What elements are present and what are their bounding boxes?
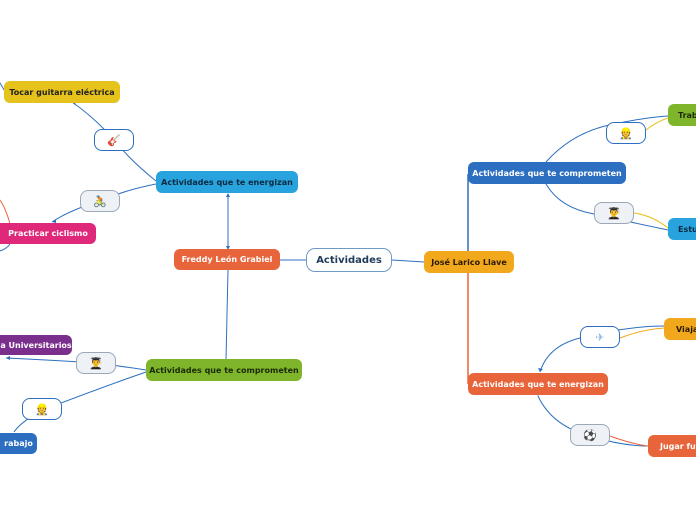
graduate-icon-pill-right[interactable]: 👨‍🎓 bbox=[594, 202, 634, 224]
arrow-ciclismo bbox=[52, 219, 56, 223]
link-trab bbox=[545, 115, 669, 163]
airplane-icon: ✈ bbox=[595, 330, 605, 344]
person-node-right[interactable]: José Larico Llave bbox=[424, 251, 514, 273]
person-left-label: Freddy León Grabiel bbox=[181, 255, 273, 264]
link-center-right bbox=[391, 259, 425, 263]
airplane-icon-pill[interactable]: ✈ bbox=[580, 326, 620, 348]
central-topic-label: Actividades bbox=[316, 254, 382, 266]
viaja-node[interactable]: Viaja bbox=[664, 318, 696, 340]
arrow-viaja bbox=[538, 368, 543, 372]
trab-label: Trab bbox=[678, 110, 696, 120]
guitar-node[interactable]: Tocar guitarra eléctrica bbox=[4, 81, 120, 103]
guitar-icon-pill[interactable]: 🎸 bbox=[94, 129, 134, 151]
arrow-person-left bbox=[226, 246, 230, 250]
worker-icon-pill-right[interactable]: 👷 bbox=[606, 122, 646, 144]
soccer-ball-icon: ⚽ bbox=[583, 428, 597, 442]
link-guitar-out bbox=[0, 82, 5, 91]
link-futbol-amber bbox=[609, 435, 649, 447]
ciclismo-node[interactable]: Practicar ciclismo bbox=[0, 223, 96, 244]
arrow-energizan-left bbox=[226, 193, 230, 197]
futbol-label: Jugar fut bbox=[660, 441, 696, 451]
worker-icon: 👷 bbox=[35, 402, 49, 416]
trabajo-node[interactable]: rabajo bbox=[0, 433, 37, 454]
universitarios-label: a Universitarios bbox=[0, 340, 72, 350]
soccer-ball-icon-pill[interactable]: ⚽ bbox=[570, 424, 610, 446]
energizan-right-label: Actividades que te energizan bbox=[472, 379, 604, 389]
graduate-icon: 👨‍🎓 bbox=[89, 356, 103, 370]
trab-node[interactable]: Trab bbox=[668, 104, 696, 126]
link-left-comprometen bbox=[225, 269, 229, 361]
comprometen-left-label: Actividades que te comprometen bbox=[149, 365, 299, 375]
guitar-label: Tocar guitarra eléctrica bbox=[9, 87, 115, 97]
comprometen-node-right[interactable]: Actividades que te comprometen bbox=[468, 162, 626, 184]
link-ciclismo-out2 bbox=[0, 243, 11, 252]
estu-label: Estu bbox=[678, 224, 696, 234]
link-ciclismo-out bbox=[0, 199, 11, 225]
graduate-icon-pill-left[interactable]: 👨‍🎓 bbox=[76, 352, 116, 374]
universitarios-node[interactable]: a Universitarios bbox=[0, 335, 72, 355]
ciclismo-label: Practicar ciclismo bbox=[8, 229, 88, 238]
energizan-node-right[interactable]: Actividades que te energizan bbox=[468, 373, 608, 395]
arrow-universitarios bbox=[6, 356, 10, 360]
energizan-node-left[interactable]: Actividades que te energizan bbox=[156, 171, 298, 193]
cyclist-icon: 🚴 bbox=[93, 194, 107, 208]
worker-icon: 👷 bbox=[619, 126, 633, 140]
comprometen-right-label: Actividades que te comprometen bbox=[472, 168, 622, 178]
central-topic[interactable]: Actividades bbox=[306, 248, 392, 272]
viaja-label: Viaja bbox=[676, 324, 696, 334]
link-viaja-amber bbox=[619, 327, 665, 339]
estu-node[interactable]: Estu bbox=[668, 218, 696, 240]
futbol-node[interactable]: Jugar fut bbox=[648, 435, 696, 457]
cyclist-icon-pill[interactable]: 🚴 bbox=[80, 190, 120, 212]
person-node-left[interactable]: Freddy León Grabiel bbox=[174, 249, 280, 270]
comprometen-node-left[interactable]: Actividades que te comprometen bbox=[146, 359, 302, 381]
person-right-label: José Larico Llave bbox=[431, 257, 507, 267]
worker-icon-pill-left[interactable]: 👷 bbox=[22, 398, 62, 420]
link-trab-yellow bbox=[645, 117, 669, 131]
guitar-icon: 🎸 bbox=[107, 133, 121, 147]
trabajo-label: rabajo bbox=[4, 439, 33, 448]
graduate-icon: 👨‍🎓 bbox=[607, 206, 621, 220]
energizan-left-label: Actividades que te energizan bbox=[161, 177, 293, 187]
